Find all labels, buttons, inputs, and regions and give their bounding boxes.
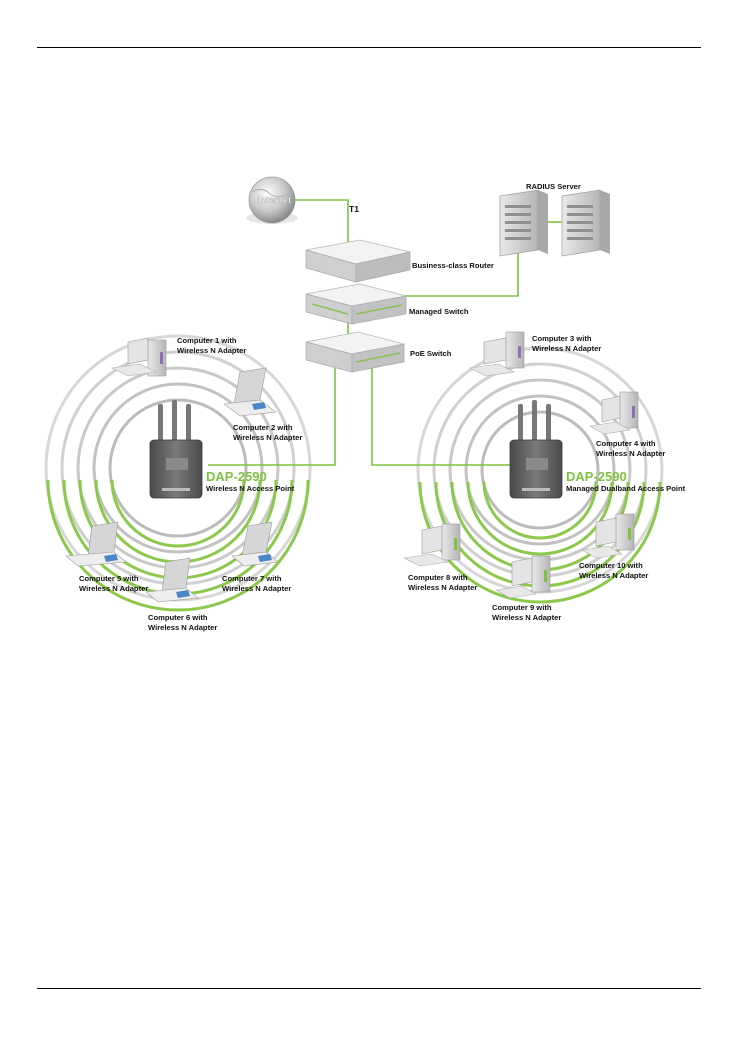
computer-7-label-line2: Wireless N Adapter <box>222 584 291 593</box>
computer-1-label-line1: Computer 1 with <box>177 336 237 345</box>
computer-6-label-line1: Computer 6 with <box>148 613 208 622</box>
header-rule <box>37 47 701 48</box>
computer-7-icon <box>231 521 279 567</box>
radius-server-label: RADIUS Server <box>526 182 581 191</box>
router-label: Business-class Router <box>412 261 494 270</box>
computer-1-icon <box>111 337 167 377</box>
poe-switch-icon <box>305 331 405 373</box>
computer-6-icon <box>145 557 199 603</box>
computer-9-label-line2: Wireless N Adapter <box>492 613 561 622</box>
computer-4-label-line2: Wireless N Adapter <box>596 449 665 458</box>
computer-2-label-line1: Computer 2 with <box>233 423 293 432</box>
router-icon <box>305 239 411 283</box>
link-poe-ap-left <box>208 368 336 466</box>
managed-switch-icon <box>305 283 407 325</box>
ap-right-model: DAP-2590 <box>566 469 627 484</box>
network-links <box>208 199 519 466</box>
computer-10-icon <box>581 513 635 559</box>
computer-9-icon <box>495 555 551 599</box>
ap-left-desc: Wireless N Access Point <box>206 484 295 493</box>
managed-switch-label: Managed Switch <box>409 307 469 316</box>
computer-5-label-line2: Wireless N Adapter <box>79 584 148 593</box>
internet-globe-icon <box>246 176 298 224</box>
access-point-right-icon <box>509 400 563 499</box>
computer-4-label-line1: Computer 4 with <box>596 439 656 448</box>
footer-rule <box>37 988 701 989</box>
computer-1-label-line2: Wireless N Adapter <box>177 346 246 355</box>
link-radius-switch <box>398 250 519 297</box>
access-point-left-icon <box>149 400 203 499</box>
computer-5-icon <box>65 521 127 567</box>
computer-8-icon <box>403 523 461 567</box>
computer-10-label-line2: Wireless N Adapter <box>579 571 648 580</box>
computer-2-icon <box>223 367 277 417</box>
ap-left-model: DAP-2590 <box>206 469 267 484</box>
ap-right-desc: Managed Dualband Access Point <box>566 484 686 493</box>
computer-3-icon <box>469 331 525 377</box>
radius-server-icon <box>499 189 610 257</box>
t1-label: T1 <box>349 204 359 214</box>
computer-2-label-line2: Wireless N Adapter <box>233 433 302 442</box>
computer-9-label-line1: Computer 9 with <box>492 603 552 612</box>
computer-8-label-line2: Wireless N Adapter <box>408 583 477 592</box>
internet-label: Internet <box>258 195 291 205</box>
computer-6-label-line2: Wireless N Adapter <box>148 623 217 632</box>
computer-5-label-line1: Computer 5 with <box>79 574 139 583</box>
link-poe-ap-right <box>371 368 512 466</box>
computer-8-label-line1: Computer 8 with <box>408 573 468 582</box>
computer-4-icon <box>589 391 639 435</box>
computer-7-label-line1: Computer 7 with <box>222 574 282 583</box>
computer-3-label-line2: Wireless N Adapter <box>532 344 601 353</box>
computer-10-label-line1: Computer 10 with <box>579 561 643 570</box>
computer-3-label-line1: Computer 3 with <box>532 334 592 343</box>
link-internet-router <box>288 199 349 244</box>
poe-switch-label: PoE Switch <box>410 349 452 358</box>
